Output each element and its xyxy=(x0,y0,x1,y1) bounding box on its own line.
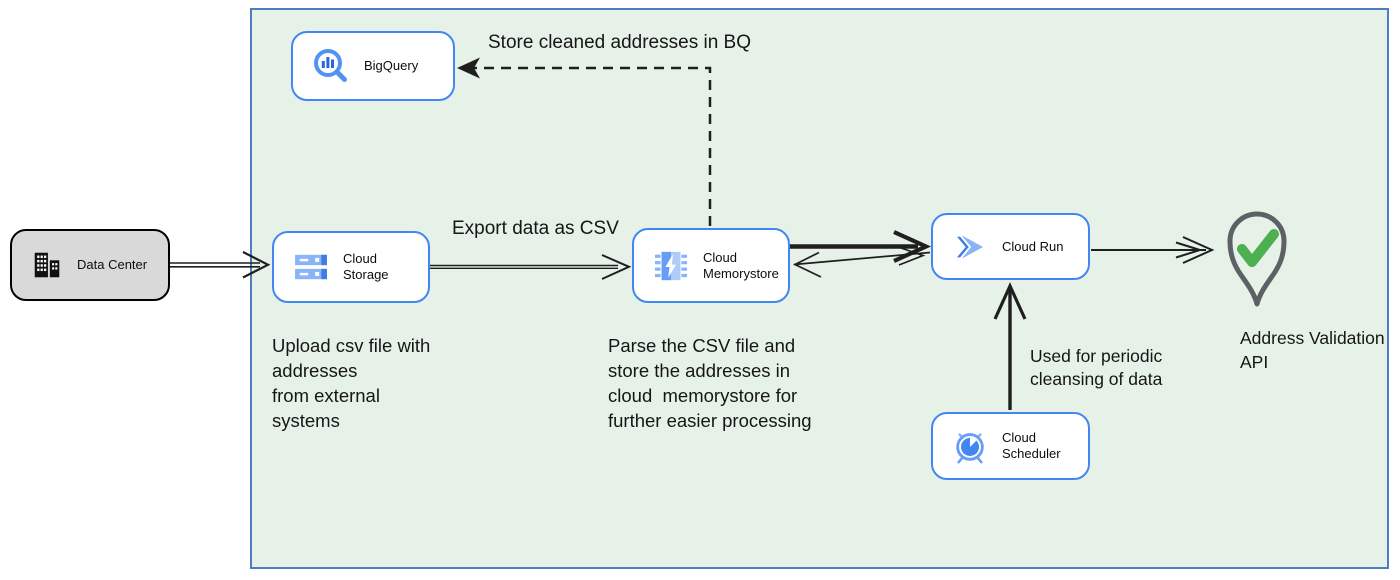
node-label: Cloud Scheduler xyxy=(1002,430,1061,461)
annotation-parse-csv: Parse the CSV file and store the address… xyxy=(608,335,812,431)
node-data-center[interactable]: Data Center xyxy=(10,229,170,301)
node-label: BigQuery xyxy=(364,58,419,73)
node-label: Cloud Memorystore xyxy=(703,249,779,281)
annotation-periodic-cleansing: Used for periodic cleansing of data xyxy=(1030,346,1163,389)
node-cloud-scheduler[interactable]: Cloud Scheduler xyxy=(931,412,1090,480)
node-label: Cloud Run xyxy=(1002,238,1064,254)
annotation-export-data-csv: Export data as CSV xyxy=(452,218,619,239)
node-bigquery[interactable]: BigQuery xyxy=(291,31,455,101)
cloud-storage-icon xyxy=(292,252,330,282)
annotation-upload-csv: Upload csv file with addresses from exte… xyxy=(272,335,431,431)
node-cloud-storage[interactable]: Cloud Storage xyxy=(272,231,430,303)
map-pin-check-icon xyxy=(1222,205,1292,309)
annotation-store-cleaned-addresses: Store cleaned addresses in BQ xyxy=(488,32,751,53)
address-validation-api-label: Address Validation API xyxy=(1240,328,1385,372)
node-label: Data Center xyxy=(77,257,148,272)
building-icon xyxy=(30,248,64,282)
node-cloud-memorystore[interactable]: Cloud Memorystore xyxy=(632,228,790,303)
bigquery-icon xyxy=(311,46,351,86)
cloud-run-icon xyxy=(951,232,989,262)
cloud-boundary xyxy=(250,8,1389,569)
scheduler-icon xyxy=(951,427,989,465)
node-address-validation-api[interactable] xyxy=(1222,205,1292,309)
memorystore-icon xyxy=(652,249,690,283)
node-label: Cloud Storage xyxy=(343,251,389,282)
node-cloud-run[interactable]: Cloud Run xyxy=(931,213,1090,280)
